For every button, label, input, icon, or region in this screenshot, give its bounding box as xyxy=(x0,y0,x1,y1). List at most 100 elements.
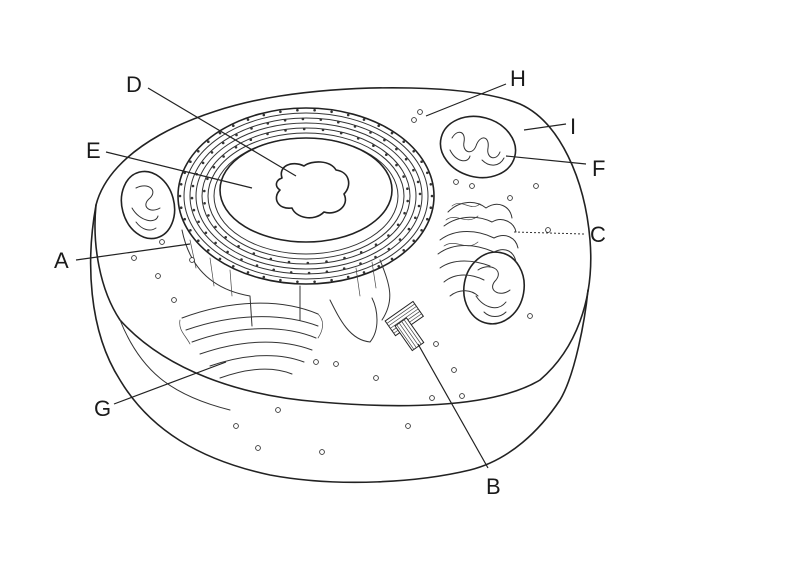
vesicle xyxy=(275,407,281,413)
ribosome-dot xyxy=(207,140,210,143)
leader-lines xyxy=(75,83,587,469)
ribosome-dot xyxy=(359,262,362,265)
ribosome-dot xyxy=(325,270,329,274)
ribosome-dot xyxy=(429,206,433,209)
centrioles xyxy=(384,300,425,352)
ribosome-dot xyxy=(420,160,423,163)
ribosome-dot xyxy=(266,122,270,125)
vesicle xyxy=(405,423,411,429)
ribosome-dot xyxy=(398,238,402,241)
ribosome-dot xyxy=(237,245,240,248)
ribosome-dot xyxy=(406,187,409,190)
ribosome-dot xyxy=(246,118,250,121)
vesicle xyxy=(527,313,533,319)
ribosome-dot xyxy=(232,265,235,268)
ribosome-dots xyxy=(178,108,434,284)
vesicle xyxy=(373,375,379,381)
ribosome-dot xyxy=(313,108,316,112)
ribosome-dot xyxy=(374,243,378,246)
ribosome-dot xyxy=(218,131,222,135)
ribosome-dot xyxy=(383,138,386,142)
ribosome-dot xyxy=(207,214,210,217)
ribosome-dot xyxy=(189,160,192,163)
ribosome-dot xyxy=(356,137,360,140)
ribosome-dot xyxy=(214,241,217,245)
vesicle xyxy=(313,359,319,365)
ribosome-dot xyxy=(250,127,253,130)
ribosome-dot xyxy=(178,194,182,198)
ribosome-dot xyxy=(262,113,266,117)
ribosome-dot xyxy=(412,239,416,242)
vesicle xyxy=(319,449,325,455)
ribosome-dot xyxy=(189,229,192,232)
ribosome-dot xyxy=(279,110,282,114)
ribosome-dot xyxy=(417,204,421,208)
vesicle xyxy=(533,183,539,189)
ribosome-dot xyxy=(224,236,227,239)
ribosome-dot xyxy=(429,183,433,186)
ribosome-dot xyxy=(387,247,391,251)
ribosome-dot xyxy=(430,194,434,198)
ribosome-dot xyxy=(390,131,394,135)
ribosome-dot xyxy=(246,271,250,274)
vesicle xyxy=(545,227,551,233)
ribosome-dot xyxy=(222,155,225,158)
vesicle xyxy=(155,273,161,279)
ribosome-dot xyxy=(269,257,273,261)
ribosome-dot xyxy=(407,227,411,231)
ribosome-dot xyxy=(337,120,340,124)
ribosome-dot xyxy=(346,275,350,279)
vesicle xyxy=(459,393,465,399)
ribosome-dot xyxy=(302,127,306,131)
leader-g xyxy=(113,361,227,405)
ribosome-dot xyxy=(330,278,333,282)
ribosome-dot xyxy=(372,144,375,147)
ribosome-dot xyxy=(377,124,381,127)
mitochondrion-upper-right xyxy=(439,115,517,179)
ribosome-dot xyxy=(283,119,287,122)
ribosome-dot xyxy=(369,131,372,134)
ribosome-dot xyxy=(395,147,398,151)
ribosome-dot xyxy=(235,133,238,137)
leader-h xyxy=(425,83,507,117)
ribosome-dot xyxy=(377,265,381,268)
leader-b xyxy=(417,343,489,469)
vesicle xyxy=(171,297,177,303)
ribosome-dot xyxy=(342,267,346,270)
vesicle xyxy=(233,423,239,429)
ribosome-dot xyxy=(279,278,282,282)
ribosome-dot xyxy=(390,257,394,261)
golgi-apparatus-lower xyxy=(179,297,378,379)
ribosome-dot xyxy=(330,110,333,114)
ribosome-dot xyxy=(346,113,350,117)
label-f: F xyxy=(592,156,605,181)
ribosome-dot xyxy=(272,268,276,272)
ribosome-dot xyxy=(416,180,420,184)
ribosome-dot xyxy=(214,225,217,229)
label-b: B xyxy=(486,474,501,499)
cell-membrane xyxy=(89,87,592,484)
ribosome-dot xyxy=(206,177,209,181)
ribosome-dot xyxy=(412,168,415,172)
vesicle xyxy=(429,395,435,401)
nucleolus xyxy=(275,161,350,219)
ribosome-dot xyxy=(418,192,422,196)
ribosome-dot xyxy=(402,249,406,252)
ribosome-dot xyxy=(179,183,183,186)
label-e: E xyxy=(86,138,101,163)
ribosome-dot xyxy=(306,261,310,265)
ribosome-dot xyxy=(203,189,206,193)
ribosome-dot xyxy=(412,150,416,153)
ribosome-dot xyxy=(313,280,316,284)
ribosome-dot xyxy=(249,138,253,141)
ribosome-dot xyxy=(321,128,325,132)
ribosome-dot xyxy=(296,280,299,284)
ribosome-dot xyxy=(234,146,238,149)
ribosome-dot xyxy=(190,196,194,200)
ribosome-dot xyxy=(262,275,266,279)
ribosome-dot xyxy=(197,150,200,153)
ribosome-dot xyxy=(179,206,183,209)
labels: D H I E F C A G B xyxy=(54,66,606,499)
ribosome-dot xyxy=(426,217,429,221)
cytoplasm-vesicles xyxy=(131,109,551,455)
